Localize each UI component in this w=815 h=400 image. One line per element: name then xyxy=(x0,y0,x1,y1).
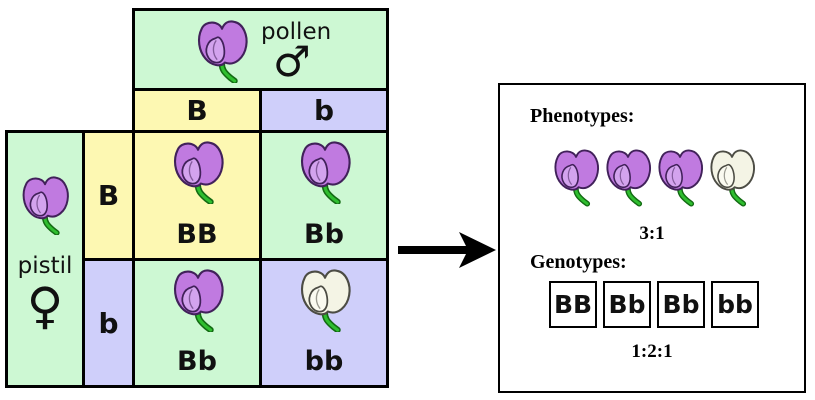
sweet-pea-flower xyxy=(658,149,703,207)
genotype-box: Bb xyxy=(603,281,651,328)
phenotype-flower-row xyxy=(550,137,758,215)
genotypes-heading: Genotypes: xyxy=(530,251,627,273)
phenotype-flower-icon xyxy=(602,137,654,215)
genotype-box: Bb xyxy=(657,281,705,328)
sweet-pea-flower xyxy=(173,269,224,332)
sweet-pea-flower xyxy=(300,269,351,332)
col-header-B: B xyxy=(132,88,262,133)
phenotype-ratio: 3:1 xyxy=(639,223,665,244)
phenotype-flower-icon xyxy=(654,137,706,215)
genotype-box-row: BB Bb Bb bb xyxy=(549,281,759,328)
offspring-cell-BB: BB xyxy=(132,130,262,261)
pollen-label: pollen xyxy=(261,19,332,45)
male-symbol-icon: ♂ xyxy=(273,37,311,86)
pollen-header-cell: pollen ♂ xyxy=(132,8,389,91)
genotype-label: Bb xyxy=(304,219,344,250)
offspring-cell-bb: bb xyxy=(259,258,389,388)
sweet-pea-flower xyxy=(300,141,351,204)
genotype-label: bb xyxy=(304,346,344,377)
genotype-box: BB xyxy=(549,281,597,328)
sweet-pea-flower xyxy=(197,20,248,83)
phenotype-flower-icon xyxy=(550,137,602,215)
results-panel: Phenotypes: 3:1 Genotypes: xyxy=(498,83,806,393)
phenotype-flower-icon xyxy=(706,137,758,215)
genotype-label: BB xyxy=(176,219,218,250)
sweet-pea-flower xyxy=(554,149,599,207)
flower-icon xyxy=(169,138,227,204)
row-header-b: b xyxy=(82,258,135,388)
row-allele-b: b xyxy=(98,306,119,340)
pistil-label: pistil xyxy=(17,253,73,279)
sweet-pea-flower xyxy=(22,176,69,235)
arrow-icon xyxy=(398,232,496,268)
sweet-pea-flower xyxy=(710,149,755,207)
pollen-flower-icon xyxy=(193,17,251,83)
genotype-label: Bb xyxy=(177,346,217,377)
flower-icon xyxy=(296,266,354,332)
flower-icon xyxy=(296,138,354,204)
row-allele-B: B xyxy=(97,179,120,212)
flower-icon xyxy=(169,266,227,332)
col-header-b: b xyxy=(259,88,389,133)
col-allele-B: B xyxy=(186,94,208,127)
genotype-ratio: 1:2:1 xyxy=(631,341,673,362)
row-header-B: B xyxy=(82,130,135,261)
sweet-pea-flower xyxy=(606,149,651,207)
offspring-cell-Bb-1: Bb xyxy=(259,130,389,261)
pistil-header-cell: pistil ♀ xyxy=(5,130,85,388)
col-allele-b: b xyxy=(313,94,335,127)
genotype-box: bb xyxy=(711,281,759,328)
phenotypes-heading: Phenotypes: xyxy=(530,105,635,127)
sweet-pea-flower xyxy=(173,141,224,204)
pistil-flower-icon xyxy=(18,173,72,235)
female-symbol-icon: ♀ xyxy=(26,277,64,335)
offspring-cell-Bb-2: Bb xyxy=(132,258,262,388)
